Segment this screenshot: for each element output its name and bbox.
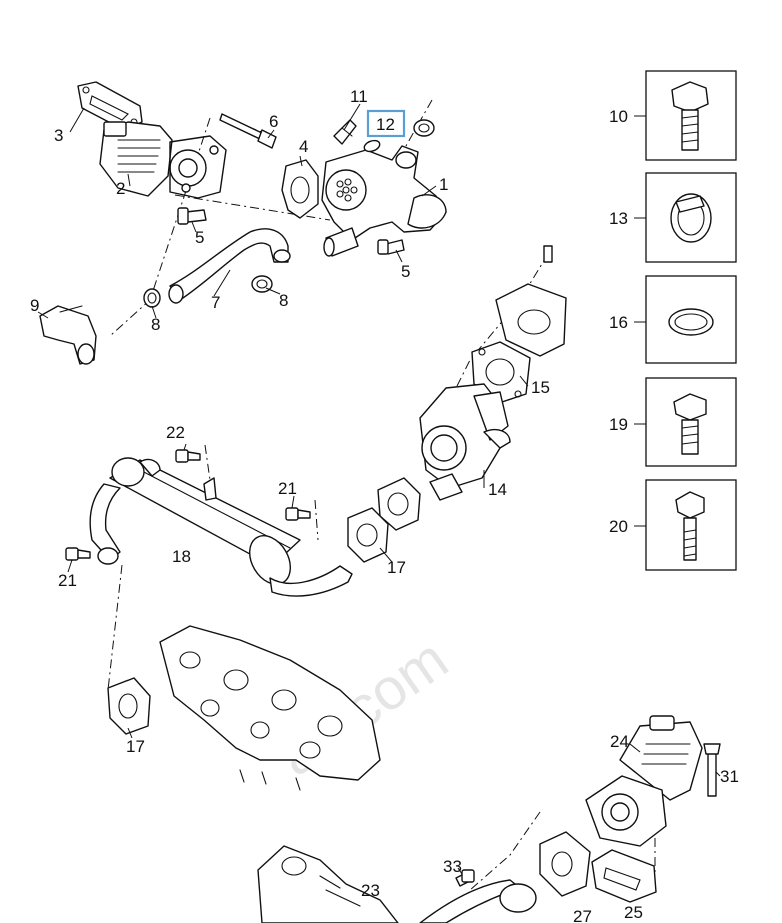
gasket-3: [77, 81, 143, 131]
callout-5-left[interactable]: 5: [195, 228, 204, 247]
screw-5-right: [377, 239, 405, 255]
gasket-25: [591, 849, 657, 903]
callout-8-left[interactable]: 8: [151, 315, 160, 334]
coolant-pipe-9: [39, 305, 97, 365]
callout-19[interactable]: 19: [609, 415, 628, 434]
gasket-17-left: [107, 677, 151, 735]
callout-15[interactable]: 15: [531, 378, 550, 397]
turbo-23: [257, 845, 399, 923]
highlight-box-12[interactable]: [366, 109, 406, 138]
callout-17-left[interactable]: 17: [126, 737, 145, 756]
seal-12: [363, 119, 435, 153]
callout-6[interactable]: 6: [269, 112, 278, 131]
callout-5-right[interactable]: 5: [401, 262, 410, 281]
callout-9[interactable]: 9: [30, 296, 39, 315]
callout-13[interactable]: 13: [609, 209, 628, 228]
callout-31[interactable]: 31: [720, 767, 739, 786]
screw-21-left: [65, 547, 91, 561]
callout-22[interactable]: 22: [166, 423, 185, 442]
callout-10[interactable]: 10: [609, 107, 628, 126]
egr-cooler-18: [89, 457, 353, 597]
callout-3[interactable]: 3: [54, 126, 63, 145]
callout-21-mid[interactable]: 21: [278, 479, 297, 498]
callout-27[interactable]: 27: [573, 907, 592, 923]
exhaust-manifold: [159, 625, 381, 791]
callout-18[interactable]: 18: [172, 547, 191, 566]
callout-12[interactable]: 12: [376, 115, 395, 134]
callout-4[interactable]: 4: [299, 137, 308, 156]
callout-17-right[interactable]: 17: [387, 558, 406, 577]
gasket-plate-15-top: [495, 283, 567, 357]
clip-11: [333, 119, 357, 145]
part-box-10[interactable]: [645, 70, 737, 161]
gasket-lower-right: [539, 831, 591, 897]
egr-valve-24: [585, 715, 703, 847]
gasket-4: [281, 159, 319, 219]
callout-33[interactable]: 33: [443, 857, 462, 876]
screw-21-mid: [285, 507, 311, 521]
part-box-20[interactable]: [645, 479, 737, 571]
callout-16[interactable]: 16: [609, 313, 628, 332]
callout-14[interactable]: 14: [488, 480, 507, 499]
callout-23[interactable]: 23: [361, 881, 380, 900]
part-box-19[interactable]: [645, 377, 737, 467]
callout-21-left[interactable]: 21: [58, 571, 77, 590]
callout-8-right[interactable]: 8: [279, 291, 288, 310]
throttle-body-14: [419, 383, 511, 501]
part-box-13[interactable]: [645, 172, 737, 263]
callout-2[interactable]: 2: [116, 179, 125, 198]
stud-top: [543, 245, 553, 263]
clamp-8-left: [143, 288, 161, 308]
egr-valve-2: [99, 121, 227, 199]
pipe-27: [419, 879, 537, 923]
callout-labels: 1 2 3 4 5 5 6 7 8 8 9 10 11 12 13 14 15 …: [30, 87, 739, 923]
screw-33: [455, 869, 475, 887]
callout-20[interactable]: 20: [609, 517, 628, 536]
callout-7[interactable]: 7: [211, 293, 220, 312]
hose-7: [168, 228, 291, 304]
callout-1[interactable]: 1: [439, 175, 448, 194]
part-box-16[interactable]: [645, 275, 737, 364]
screw-22: [175, 449, 201, 463]
callout-25[interactable]: 25: [624, 903, 643, 922]
bolt-6: [219, 113, 277, 149]
callout-11[interactable]: 11: [350, 87, 368, 106]
gasket-17-mid: [347, 507, 389, 563]
callout-24[interactable]: 24: [610, 732, 629, 751]
bolt-31: [703, 743, 721, 797]
screw-5-left: [177, 207, 207, 225]
leader-lines: [37, 103, 721, 875]
egr-cooler-housing-1: [321, 145, 447, 257]
